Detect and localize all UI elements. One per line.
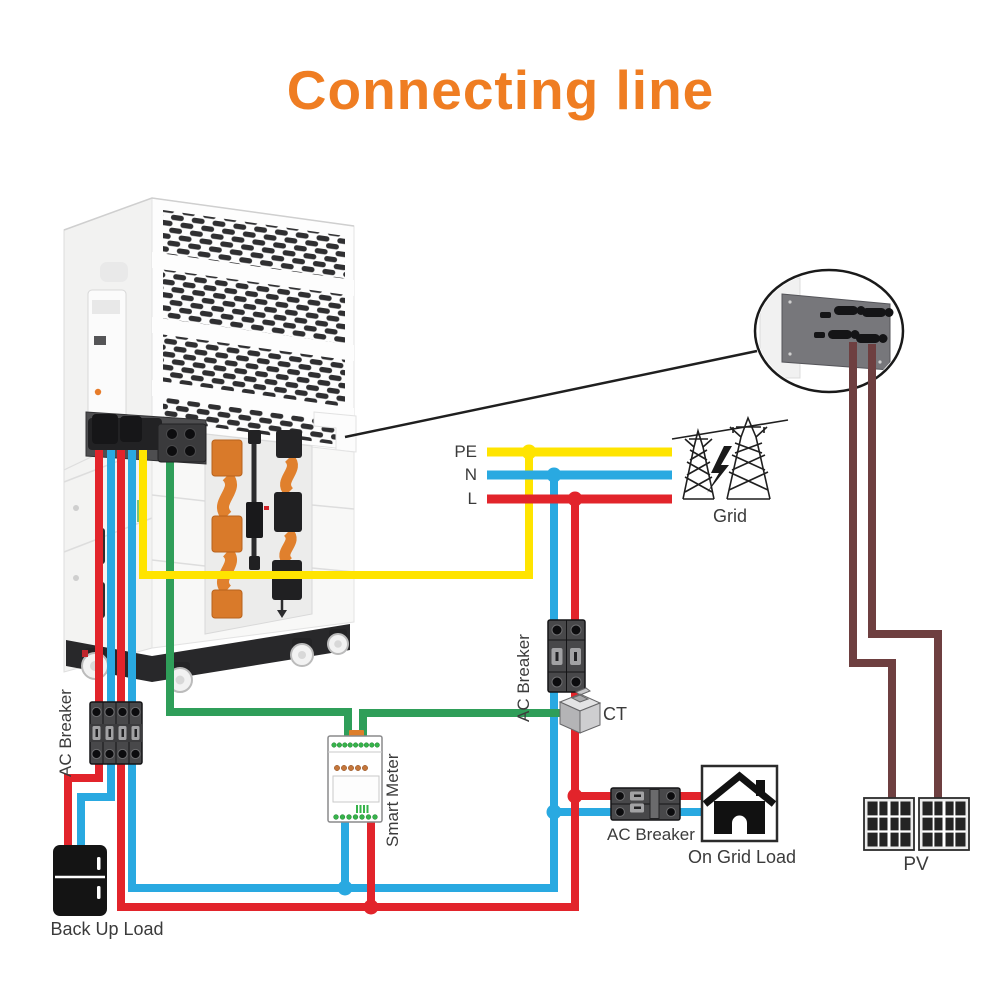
on-grid-load-label: On Grid Load: [687, 847, 797, 867]
l-label: L: [467, 489, 477, 508]
mc4-connectors: [814, 306, 894, 343]
ct-sensor: [558, 687, 602, 734]
detail-callout-circle: [753, 268, 905, 394]
ct-label: CT: [603, 704, 627, 724]
ongrid-ac-breaker: [610, 787, 681, 821]
grid-ac-breaker: [547, 619, 586, 693]
smart-meter: [327, 730, 383, 823]
n-label: N: [464, 465, 477, 484]
backup-ac-breaker-label: AC Breaker: [56, 689, 75, 777]
on-grid-load-box: [700, 764, 779, 843]
lightning-bolt-icon: [707, 446, 732, 493]
yellow-pe-wire: [139, 438, 533, 579]
backup-blue-wire: [77, 436, 115, 848]
house-icon: [702, 771, 777, 834]
pv-wire-2: [868, 344, 942, 800]
battery-link-cables-orange: [211, 439, 243, 619]
pe-label: PE: [454, 442, 477, 461]
backup-red-wire: [64, 436, 103, 848]
comm-cable: [246, 430, 287, 618]
page-title: Connecting line: [286, 59, 715, 121]
pv-wire-1: [849, 342, 896, 800]
smart-meter-label: Smart Meter: [383, 753, 402, 848]
callout-line: [344, 349, 758, 439]
pv-wires: [849, 342, 942, 800]
ongrid-ac-breaker-label: AC Breaker: [607, 825, 695, 844]
grid-towers-icon: [671, 415, 789, 500]
pv-label: PV: [903, 854, 929, 875]
backup-load-fridge-icon: [53, 845, 107, 916]
battery-link-cables-black: [272, 430, 302, 600]
backup-ac-breaker: [89, 701, 143, 765]
grid-label: Grid: [712, 506, 747, 526]
back-up-load-label: Back Up Load: [50, 919, 164, 939]
pv-panels-icon: [863, 797, 970, 851]
inverter-terminal-block: [88, 414, 207, 463]
grid-ac-breaker-label: AC Breaker: [514, 634, 533, 722]
